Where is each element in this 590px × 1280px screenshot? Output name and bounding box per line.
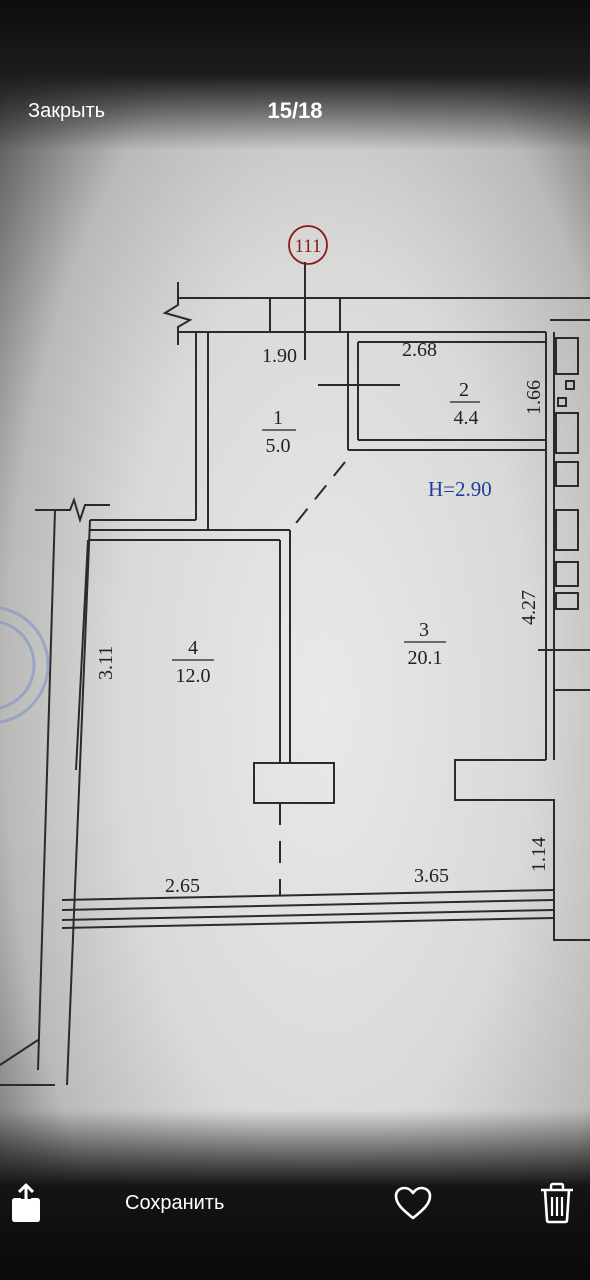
dim-3-11: 3.11 <box>95 646 117 680</box>
trash-icon[interactable] <box>538 1182 576 1224</box>
top-bar <box>0 0 590 150</box>
share-icon[interactable] <box>10 1182 42 1224</box>
room-1-number: 1 <box>273 407 283 429</box>
dim-2-65: 2.65 <box>165 875 200 897</box>
room-1-area: 5.0 <box>266 435 291 457</box>
dim-4-27: 4.27 <box>518 590 540 625</box>
dim-2-68: 2.68 <box>402 339 437 361</box>
room-4-area: 12.0 <box>176 665 211 687</box>
close-button[interactable]: Закрыть <box>28 100 106 122</box>
heart-icon[interactable] <box>393 1185 433 1221</box>
dim-1-66: 1.66 <box>523 380 545 415</box>
ceiling-height: H=2.90 <box>428 477 492 501</box>
room-4-number: 4 <box>188 637 198 659</box>
stamp <box>0 606 50 724</box>
room-3-area: 20.1 <box>408 647 443 669</box>
dim-3-65: 3.65 <box>414 865 449 887</box>
dim-1-90: 1.90 <box>262 345 297 367</box>
break-mark-top <box>162 282 193 345</box>
save-button[interactable]: Сохранить <box>125 1192 225 1214</box>
apartment-number-circle <box>288 225 328 265</box>
room-2-number: 2 <box>459 379 469 401</box>
apartment-number: 111 <box>294 236 321 257</box>
bottom-bar <box>0 1110 590 1280</box>
photo-counter: 15/18 <box>267 98 323 123</box>
room-3-number: 3 <box>419 619 429 641</box>
dim-1-14: 1.14 <box>528 837 550 872</box>
room-2-area: 4.4 <box>454 407 479 429</box>
